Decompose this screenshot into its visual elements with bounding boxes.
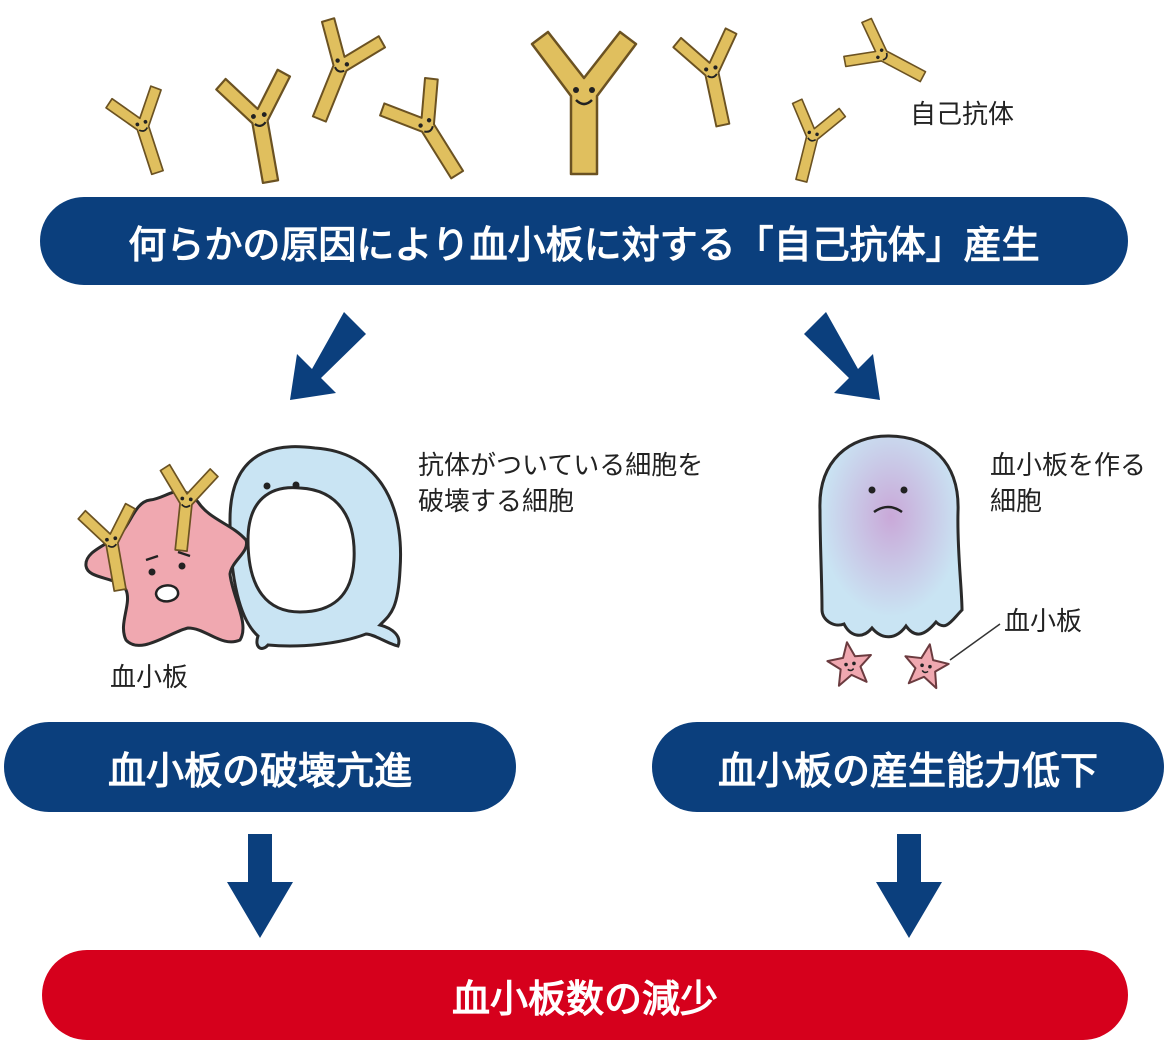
right-result-banner: 血小板の産生能力低下	[652, 722, 1164, 812]
destroying-cell-label-line2: 破壊する細胞	[418, 487, 575, 517]
antibody-group	[103, 13, 937, 194]
antibody-label: 自己抗体	[910, 100, 1015, 130]
bottom-banner-text: 血小板数の減少	[451, 976, 718, 1021]
right-platelet-label: 血小板	[1004, 607, 1083, 637]
antibody-icon	[774, 96, 848, 189]
antibody-icon	[103, 82, 186, 183]
antibody-icon	[374, 71, 487, 194]
left-platelet-label: 血小板	[110, 663, 189, 693]
producing-cell-label-line2: 細胞	[990, 487, 1043, 517]
bottom-banner: 血小板数の減少	[42, 950, 1128, 1040]
destroying-cell-label-line1: 抗体がついている細胞を	[418, 451, 704, 481]
arrow-down-icon	[227, 834, 293, 938]
attacked-platelet-illustration	[76, 462, 249, 647]
producing-cell-label-line1: 血小板を作る	[990, 451, 1147, 481]
antibody-large-icon	[530, 30, 638, 176]
platelet-icon	[824, 638, 876, 688]
antibody-icon	[670, 25, 756, 133]
platelet-icon	[899, 639, 953, 691]
arrow-down-left-icon	[290, 312, 366, 400]
platelet-leader-line	[949, 623, 1001, 661]
antibody-icon	[213, 66, 309, 190]
small-platelet-group	[824, 638, 953, 691]
top-banner-text: 何らかの原因により血小板に対する「自己抗体」産生	[128, 222, 1040, 267]
arrow-down-right-icon	[804, 312, 880, 400]
antibody-icon	[839, 14, 937, 102]
top-banner: 何らかの原因により血小板に対する「自己抗体」産生	[40, 197, 1128, 285]
left-result-banner: 血小板の破壊亢進	[4, 722, 516, 812]
left-result-text: 血小板の破壊亢進	[107, 748, 412, 793]
destroying-cell-illustration	[228, 445, 403, 650]
antibody-icon	[286, 13, 390, 133]
platelet-producing-cell-illustration	[818, 434, 964, 639]
right-result-text: 血小板の産生能力低下	[717, 748, 1098, 793]
arrow-down-icon	[876, 834, 942, 938]
